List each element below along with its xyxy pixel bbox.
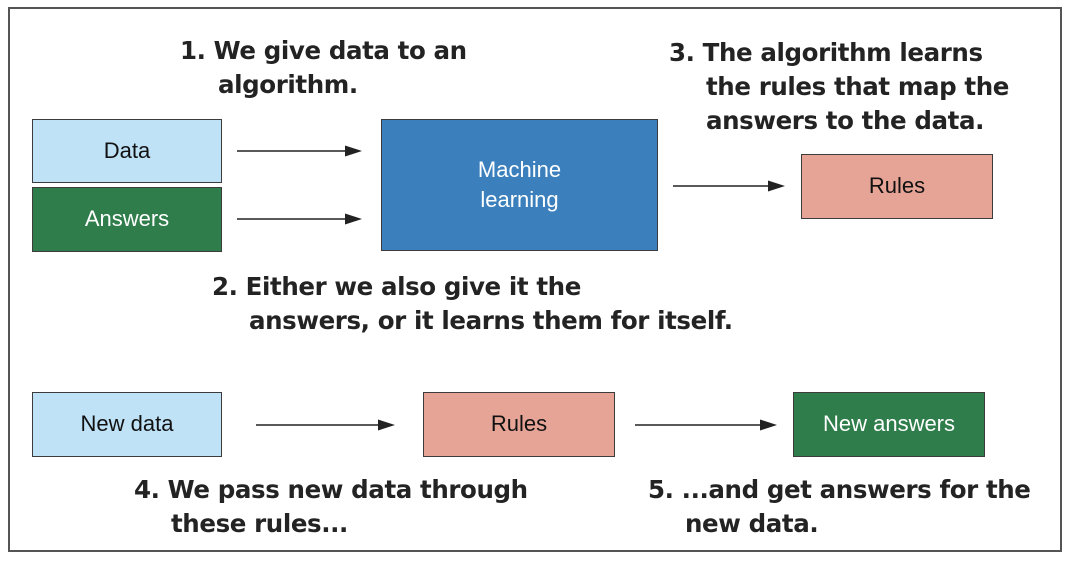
arrow-new-data-to-rules (256, 419, 395, 431)
caption-step-1-line-1: 1. We give data to an (180, 36, 467, 65)
new-answers-box: New answers (793, 392, 985, 457)
answers-box: Answers (32, 187, 222, 252)
caption-step-3-line-3: answers to the data. (706, 106, 984, 135)
rules-box-top-label: Rules (868, 173, 926, 199)
caption-step-3-line-1: 3. The algorithm learns (669, 38, 983, 67)
machine-learning-box-label: Machine learning (477, 156, 562, 212)
caption-step-4: 4. We pass new data through these rules.… (134, 473, 528, 541)
caption-step-3-line-2: the rules that map the (706, 72, 1009, 101)
answers-box-label: Answers (84, 206, 170, 232)
arrow-rules-to-new-answers (635, 419, 777, 431)
machine-learning-box: Machine learning (381, 119, 658, 251)
caption-step-1-line-2: algorithm. (218, 70, 358, 99)
new-answers-box-label: New answers (822, 411, 956, 437)
caption-step-2-line-2: answers, or it learns them for itself. (249, 306, 733, 335)
arrow-data-to-ml (237, 145, 362, 157)
caption-step-5-line-1: 5. ...and get answers for the (648, 475, 1031, 504)
caption-step-1: 1. We give data to an algorithm. (180, 34, 467, 102)
new-data-box-label: New data (80, 411, 174, 437)
rules-box-bottom: Rules (423, 392, 615, 457)
data-box-label: Data (103, 137, 151, 163)
caption-step-4-line-1: 4. We pass new data through (134, 475, 528, 504)
arrow-ml-to-rules (673, 180, 785, 192)
caption-step-3: 3. The algorithm learns the rules that m… (669, 36, 1009, 138)
arrow-answers-to-ml (237, 213, 362, 225)
new-data-box: New data (32, 392, 222, 457)
rules-box-top: Rules (801, 154, 993, 219)
caption-step-4-line-2: these rules... (171, 509, 348, 538)
rules-box-bottom-label: Rules (490, 411, 548, 437)
caption-step-2-line-1: 2. Either we also give it the (212, 272, 581, 301)
caption-step-2: 2. Either we also give it the answers, o… (212, 270, 733, 338)
diagram-frame (8, 7, 1062, 552)
caption-step-5: 5. ...and get answers for the new data. (648, 473, 1031, 541)
data-box: Data (32, 119, 222, 183)
caption-step-5-line-2: new data. (685, 509, 819, 538)
